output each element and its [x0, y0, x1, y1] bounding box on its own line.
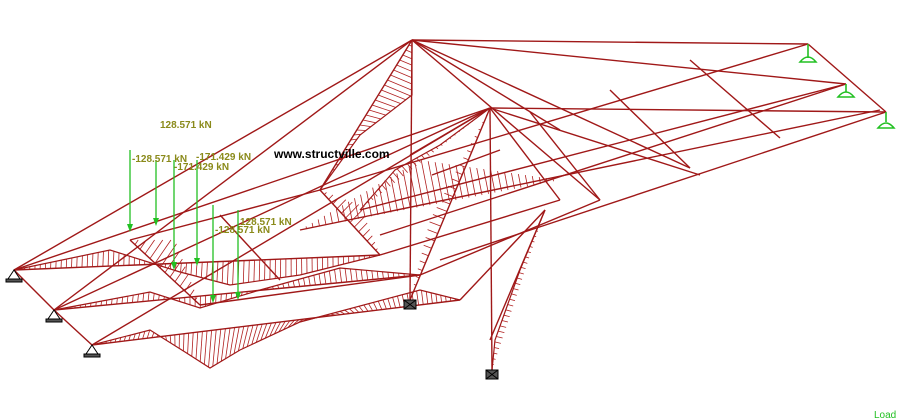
watermark: www.structville.com: [273, 147, 390, 161]
point-load-arrow: [127, 150, 133, 232]
load-label-5: 128.571 kN: [240, 217, 292, 228]
roller-support-2: [836, 84, 856, 98]
frame-members: [13, 39, 887, 371]
load-label-2: -128.571 kN: [132, 154, 187, 165]
supports: [5, 44, 896, 380]
load-label-4: -171.429 kN: [174, 162, 229, 173]
roller-support-3: [876, 112, 896, 129]
point-load-arrow: [235, 210, 241, 300]
point-load-arrow: [210, 205, 216, 303]
moment-outlines: [13, 40, 546, 371]
fixed-support-1: [403, 299, 417, 310]
point-load-arrow: [171, 160, 177, 270]
load-label-3: -171.429 kN: [196, 152, 251, 163]
point-load-arrow: [153, 160, 159, 226]
pin-support-1: [5, 269, 23, 283]
point-load-arrow: [194, 160, 200, 266]
pin-support-2: [45, 309, 63, 323]
point-loads: [127, 150, 241, 303]
load-label-1: 128.571 kN: [160, 120, 212, 131]
fixed-support-2: [485, 369, 499, 380]
status-text: Load: [874, 410, 896, 420]
load-label-6: -128.571 kN: [215, 225, 270, 236]
load-labels: 128.571 kN -128.571 kN -171.429 kN -171.…: [132, 120, 292, 236]
pin-support-3: [83, 344, 101, 358]
roller-support-1: [798, 44, 818, 63]
